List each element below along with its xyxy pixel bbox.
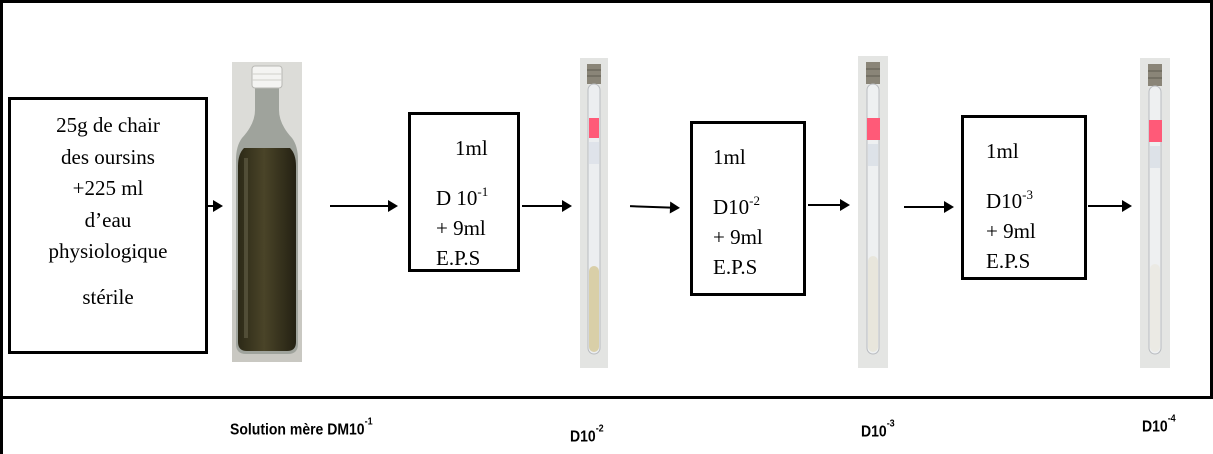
arrow-3 bbox=[522, 200, 572, 212]
step1-amount: 1ml bbox=[455, 136, 488, 160]
step1-dilution: D 10-1 bbox=[436, 184, 489, 210]
start-line-4: d’eau bbox=[84, 207, 132, 232]
test-tube-photo-3 bbox=[1140, 58, 1170, 368]
step3-medium: E.P.S bbox=[986, 249, 1031, 273]
arrow-6 bbox=[904, 201, 954, 213]
step2-diluent: + 9ml bbox=[713, 225, 763, 249]
start-line-3: +225 ml bbox=[72, 176, 144, 200]
sample-preparation-box: 25g de chair des oursins +225 ml d’eau p… bbox=[8, 97, 208, 354]
caption-dilution-3: D10-3 bbox=[861, 417, 895, 440]
test-tube-photo-2 bbox=[858, 56, 888, 368]
step3-amount: 1ml bbox=[986, 139, 1019, 163]
arrow-7 bbox=[1088, 200, 1132, 212]
start-line-2: des oursins bbox=[61, 144, 155, 169]
start-line-1: 25g de chair bbox=[56, 113, 160, 137]
arrow-2 bbox=[330, 200, 398, 212]
arrow-1 bbox=[208, 200, 223, 212]
step1-diluent: + 9ml bbox=[436, 216, 486, 240]
mother-solution-bottle-photo bbox=[232, 62, 302, 362]
test-tube-photo-1 bbox=[580, 58, 608, 368]
caption-dilution-4: D10-4 bbox=[1142, 412, 1176, 435]
step2-medium: E.P.S bbox=[713, 255, 758, 279]
caption-dilution-2: D10-2 bbox=[570, 422, 604, 445]
step3-diluent: + 9ml bbox=[986, 219, 1036, 243]
start-line-5: physiologique bbox=[48, 239, 168, 263]
dilution-step-box-2: 1ml D10-2 + 9ml E.P.S bbox=[690, 121, 806, 296]
caption-mother-solution: Solution mère DM10-1 bbox=[230, 415, 373, 438]
step2-amount: 1ml bbox=[713, 145, 746, 169]
start-line-6: stérile bbox=[82, 284, 134, 309]
arrow-5 bbox=[808, 199, 850, 211]
dilution-step-box-1: 1ml D 10-1 + 9ml E.P.S bbox=[408, 112, 520, 272]
step3-dilution: D10-3 bbox=[986, 187, 1034, 213]
step2-dilution: D10-2 bbox=[713, 193, 761, 219]
step1-medium: E.P.S bbox=[436, 246, 481, 270]
dilution-step-box-3: 1ml D10-3 + 9ml E.P.S bbox=[961, 115, 1087, 280]
